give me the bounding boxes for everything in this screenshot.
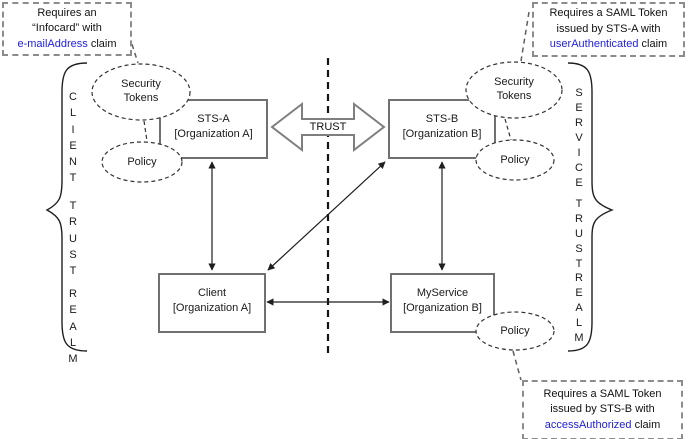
callout-saml-sts-a-claim: Requires a SAML Token issued by STS-A wi… [532,2,685,57]
client-realm-word-realm: R E A L M [68,288,78,366]
policy-label-myservice: Policy [500,325,530,337]
ellipse-label-line: Tokens [123,92,159,104]
sts-b-token-callout-leader [512,350,522,381]
callout-line: e-mailAddress claim [17,37,116,53]
tokens-policy-connector-left [143,120,148,142]
trust-arrow-label: TRUST [309,121,347,133]
node-name: STS-B [425,113,459,125]
policy-ellipse-myservice [475,311,555,351]
node-name: MyService [416,287,469,299]
claim-name: e-mailAddress [17,37,88,50]
node-org: [Organization A] [174,128,253,140]
callout-line: Requires a SAML Token [549,7,668,20]
sts-a-label: STS-A [Organization A] [160,112,267,142]
ellipse-label-line: Tokens [496,90,532,102]
policy-label-right: Policy [500,154,530,166]
callout-line: “Infocard” with [32,22,102,35]
callout-line: accessAuthorized claim [545,418,661,434]
claim-name: userAuthenticated [549,38,639,51]
security-tokens-label-right: Security Tokens [494,75,534,103]
policy-label-left: Policy [127,156,157,168]
ellipse-label-line: Security [121,78,161,90]
client-label: Client [Organization A] [159,286,265,316]
client-realm-word-trust: T R U S T [69,200,77,278]
callout-line: Requires an [37,6,97,19]
claim-suffix: claim [634,418,661,431]
node-name: Client [197,287,227,299]
node-org: [Organization A] [172,302,252,314]
claim-name: accessAuthorized [544,418,632,431]
callout-saml-sts-b-claim: Requires a SAML Token issued by STS-B wi… [522,380,683,439]
callout-line: issued by STS-B with [550,403,655,416]
service-realm-brace [567,62,614,352]
security-tokens-ellipse-sts-b [465,61,563,119]
service-realm-word-trust: T R U S T [575,198,583,270]
callout-line: issued by STS-A with [556,22,661,35]
tokens-policy-connector-right [504,118,512,141]
sts-a-token-callout-leader [520,11,530,62]
callout-line: Requires a SAML Token [543,387,662,400]
node-name: STS-A [197,113,230,125]
claim-suffix: claim [641,38,668,51]
myservice-box [390,273,495,333]
client-to-sts-b-diagonal-arrow [267,161,386,271]
ellipse-label-line: Security [494,76,534,88]
myservice-label: MyService [Organization B] [391,286,494,316]
callout-line: userAuthenticated claim [550,37,667,53]
service-realm-word-service: S E R V I C E [575,87,583,189]
security-tokens-label-left: Security Tokens [121,77,161,105]
policy-ellipse-sts-b [475,139,555,181]
service-realm-word-realm: R E A L M [574,272,584,344]
node-org: [Organization B] [403,302,482,314]
client-realm-word-client: C L I E N T [69,91,77,185]
claim-suffix: claim [90,37,117,50]
sts-b-label: STS-B [Organization B] [389,112,495,142]
node-org: [Organization B] [402,128,482,140]
callout-infocard-claim: Requires an “Infocard” with e-mailAddres… [2,2,132,56]
client-box [158,273,266,333]
policy-ellipse-sts-a [101,141,183,183]
trust-block-arrow [270,101,386,153]
security-tokens-ellipse-sts-a [91,63,191,121]
client-realm-brace [45,62,88,352]
sts-b-box [388,99,496,159]
